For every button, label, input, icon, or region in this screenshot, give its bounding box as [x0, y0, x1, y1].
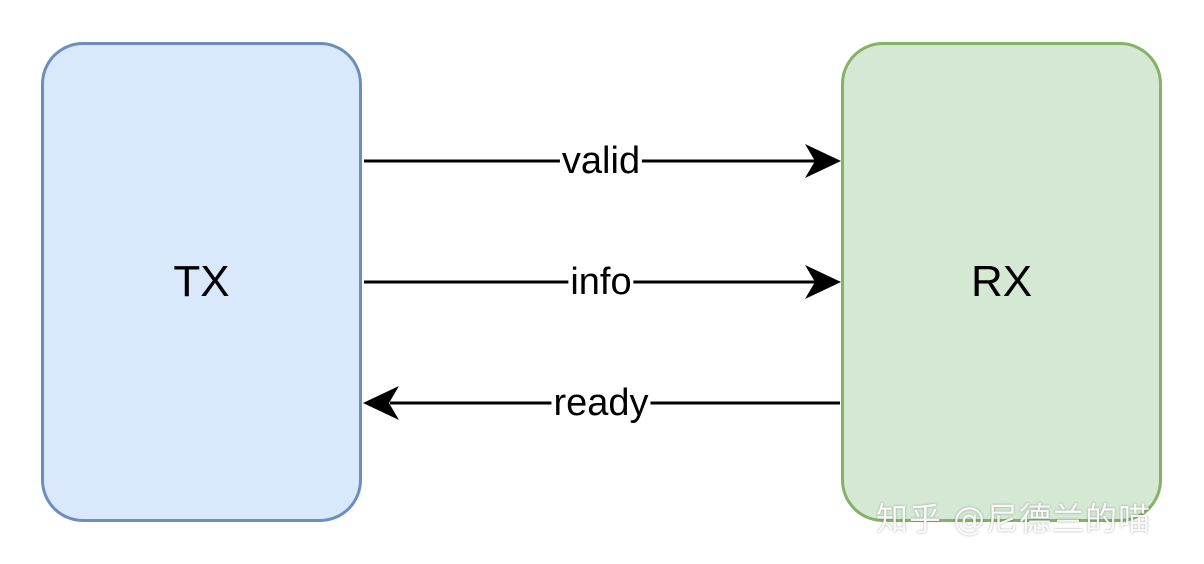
valid-arrowhead: [805, 144, 841, 178]
tx-label: TX: [173, 257, 230, 306]
tx-block: TX: [41, 42, 362, 522]
watermark-text: 知乎 @尼德兰的喵: [876, 500, 1152, 538]
valid-label: valid: [559, 139, 643, 183]
info-arrowhead: [805, 265, 841, 299]
rx-block: RX: [841, 42, 1162, 522]
ready-arrowhead: [363, 386, 399, 420]
info-label: info: [568, 260, 634, 304]
ready-label: ready: [551, 381, 651, 425]
rx-label: RX: [970, 257, 1033, 306]
